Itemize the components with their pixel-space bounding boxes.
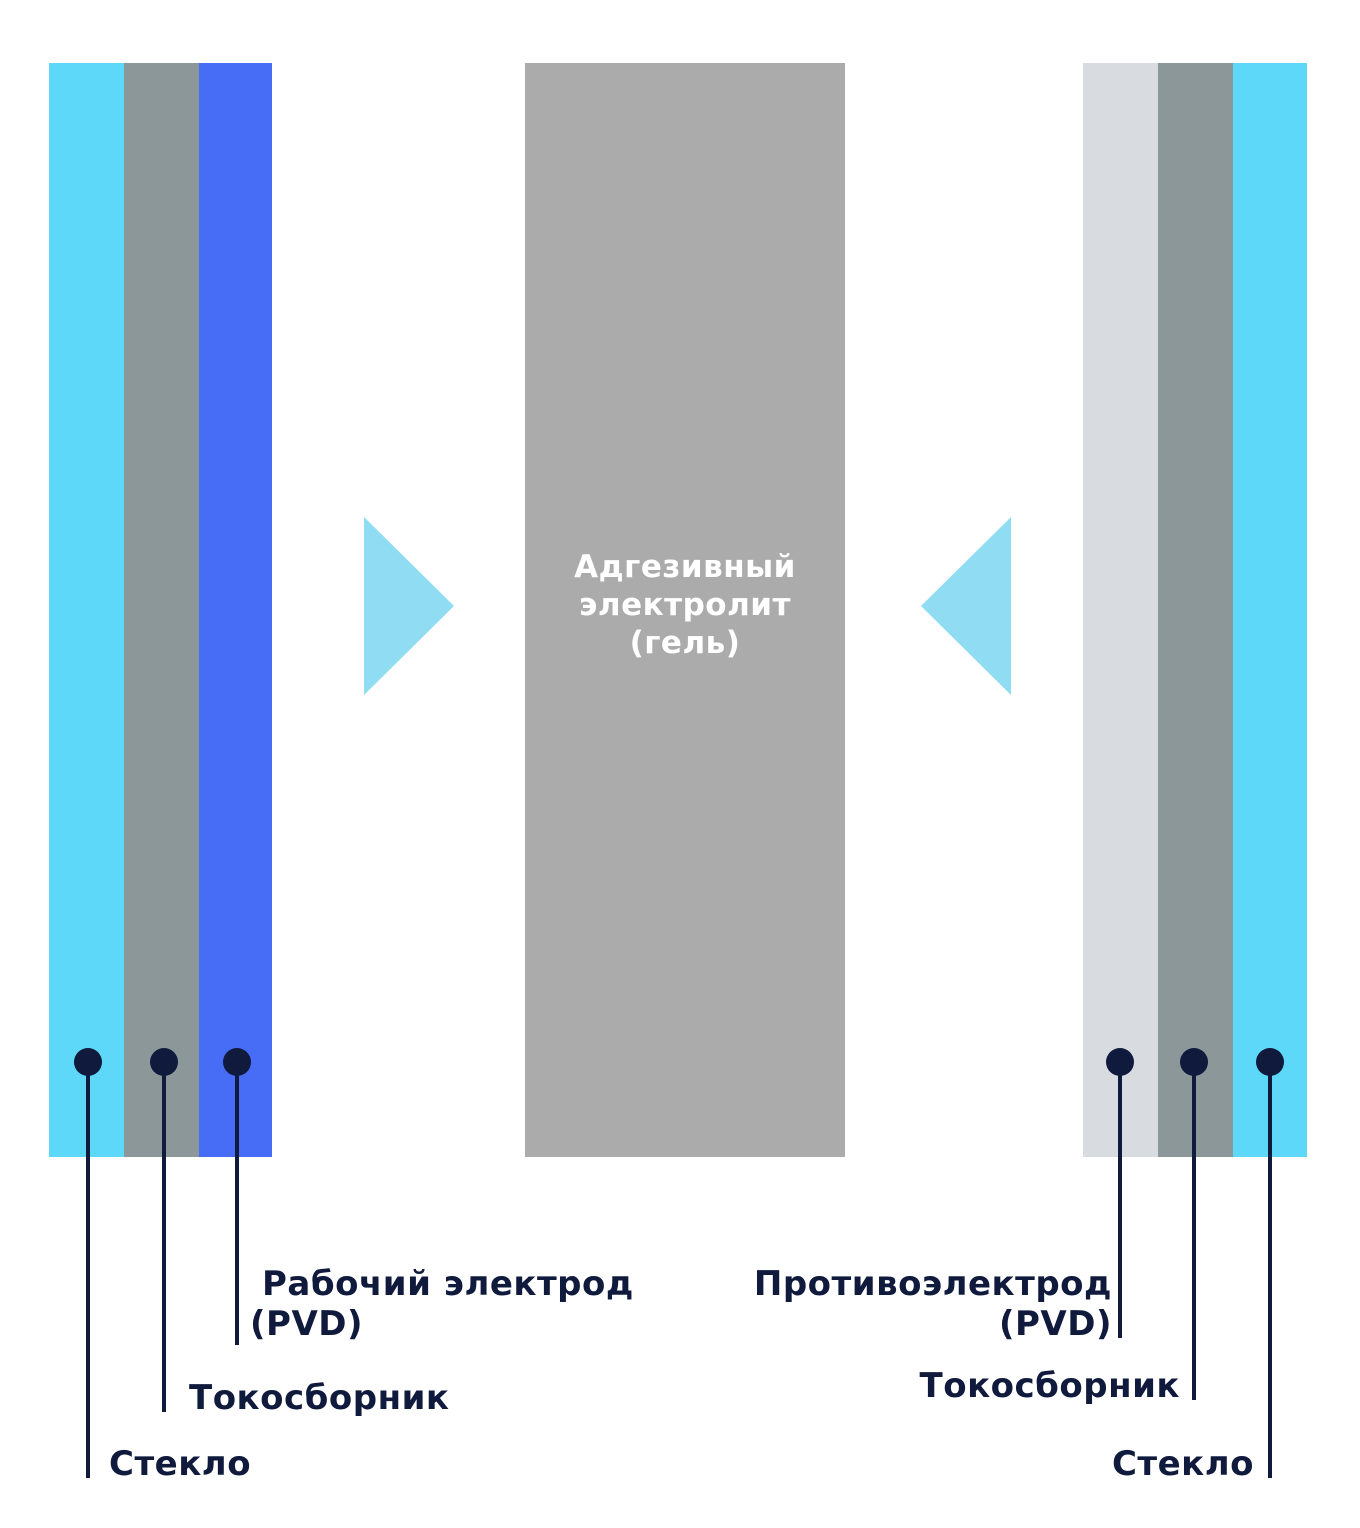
working-electrode-layer — [199, 63, 272, 1157]
dot-marker-icon — [150, 1048, 178, 1076]
gel-label-line-1: Адгезивный — [574, 549, 796, 585]
counter-electrode-label-line-1: Противоэлектрод — [753, 1264, 1112, 1304]
glass-label-left: Стекло — [109, 1444, 252, 1484]
counter-electrode-label-line-2: (PVD) — [998, 1304, 1112, 1344]
gel-label: Адгезивный электролит (гель) — [525, 548, 845, 662]
current-collector-layer-left — [124, 63, 199, 1157]
glass-layer-right — [1233, 63, 1307, 1157]
triangle-left-icon — [921, 517, 1011, 695]
current-collector-label-right: Токосборник — [919, 1366, 1180, 1406]
glass-label-right: Стекло — [1111, 1444, 1254, 1484]
gel-label-line-3: (гель) — [629, 625, 741, 661]
gel-label-line-2: электролит — [579, 587, 791, 623]
dot-marker-icon — [74, 1048, 102, 1076]
current-collector-layer-right — [1158, 63, 1233, 1157]
dot-marker-icon — [1180, 1048, 1208, 1076]
working-electrode-label: Рабочий электрод (PVD) — [250, 1264, 634, 1344]
counter-electrode-layer — [1083, 63, 1158, 1157]
glass-layer-left — [49, 63, 124, 1157]
current-collector-label-left: Токосборник — [189, 1378, 450, 1418]
working-electrode-label-line-1: Рабочий электрод — [262, 1264, 634, 1304]
working-electrode-label-line-2: (PVD) — [250, 1304, 364, 1344]
gel-electrolyte-layer — [525, 63, 845, 1157]
dot-marker-icon — [1256, 1048, 1284, 1076]
triangle-right-icon — [364, 517, 454, 695]
dot-marker-icon — [223, 1048, 251, 1076]
dot-marker-icon — [1106, 1048, 1134, 1076]
counter-electrode-label: Противоэлектрод (PVD) — [700, 1264, 1112, 1344]
